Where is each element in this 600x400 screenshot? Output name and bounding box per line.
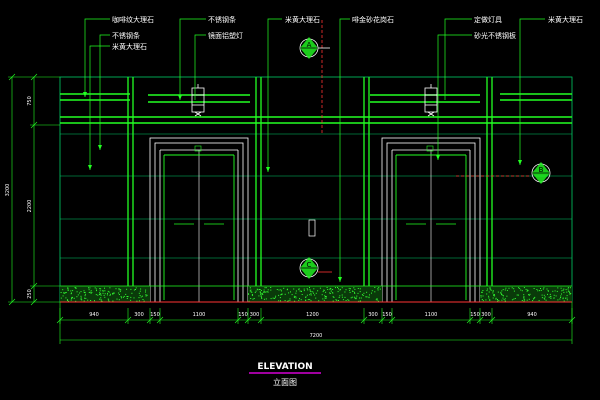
dim-left-top: 750: [27, 96, 33, 106]
dim-segment-label: 1100: [425, 312, 438, 318]
marker-c: C: [299, 257, 332, 279]
dim-segment-label: 300: [368, 312, 378, 318]
bottom-dimension-ticks: [56, 308, 576, 324]
left-elevator-door: [149, 137, 249, 303]
annotation-labels: 咖啡纹大理石 不锈钢条 米黄大理石 不锈钢条 镜面铝塑灯 米黄大理石 啡金砂花岗…: [112, 15, 583, 51]
dim-segment-label: 1200: [306, 312, 319, 318]
label-coffee-marble: 咖啡纹大理石: [112, 15, 154, 24]
dim-total: 7200: [310, 333, 323, 339]
marker-b: B: [456, 162, 551, 184]
title-main: ELEVATION: [257, 362, 312, 372]
dim-segment-label: 300: [250, 312, 260, 318]
drawing-title: ELEVATION 立面图: [249, 362, 321, 387]
dim-left-middle: 2200: [27, 200, 33, 213]
marker-b-label: B: [539, 166, 544, 174]
dim-segment-label: 300: [481, 312, 491, 318]
pilasters: [127, 77, 493, 302]
dim-segment-label: 940: [89, 312, 99, 318]
left-dimensions: [8, 73, 60, 306]
label-mirror-lamp: 镜面铝塑灯: [208, 31, 243, 40]
label-beige-marble-left: 米黄大理石: [112, 42, 147, 51]
dim-segment-label: 300: [134, 312, 144, 318]
label-stainless-strip-left: 不锈钢条: [112, 31, 140, 40]
wall-lamp-right: [424, 84, 438, 117]
right-elevator-door: [381, 137, 481, 303]
dim-segment-label: 150: [150, 312, 160, 318]
leader-arrows: [83, 92, 522, 282]
title-sub: 立面图: [273, 377, 297, 387]
marker-a-label: A: [307, 41, 312, 49]
leader-lines: [84, 18, 545, 282]
dim-segment-label: 940: [527, 312, 537, 318]
label-beige-marble-right: 米黄大理石: [548, 15, 583, 24]
marker-a: A: [299, 20, 330, 134]
dim-segment-label: 150: [382, 312, 392, 318]
label-stainless-strip-mid: 不锈钢条: [208, 15, 236, 24]
dim-segment-label: 150: [238, 312, 248, 318]
label-sanded-steel: 砂光不锈钢板: [474, 31, 516, 40]
stainless-strips: [60, 93, 572, 124]
dim-segment-label: 1100: [193, 312, 206, 318]
label-custom-lamp: 定做灯具: [474, 15, 502, 24]
dim-segment-label: 150: [470, 312, 480, 318]
granite-base: [60, 285, 572, 303]
wall-lamp-left: [191, 84, 205, 117]
label-beige-marble-mid: 米黄大理石: [285, 15, 320, 24]
panel-joint-lines: [60, 133, 572, 259]
label-granite: 啡金砂花岗石: [352, 15, 394, 24]
dim-left-total: 3200: [5, 184, 11, 197]
dim-left-bottom: 250: [27, 289, 33, 299]
marker-c-label: C: [307, 261, 312, 269]
call-button-panel: [308, 219, 316, 237]
